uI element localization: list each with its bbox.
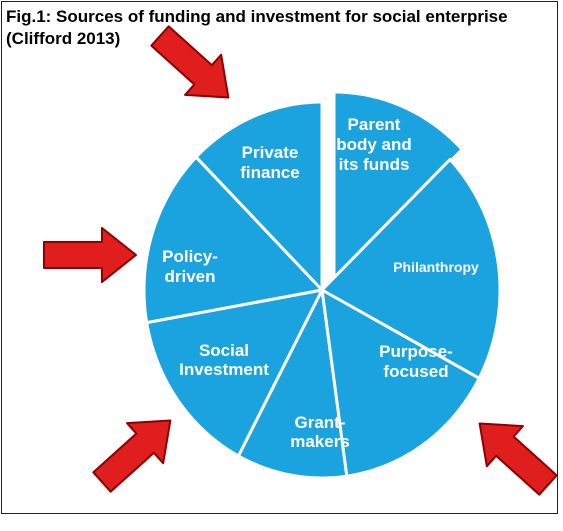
segment-grant-makers — [236, 288, 349, 480]
segment-label-line: finance — [240, 163, 300, 182]
segment-label-grant-makers: Grant-makers — [290, 413, 350, 451]
segment-label-line: Purpose- — [379, 342, 453, 361]
segment-label-line: body and — [336, 135, 412, 154]
segment-label-line: its funds — [339, 155, 410, 174]
pie-segments — [142, 90, 502, 480]
segment-label-policy-driven: Policy-driven — [162, 247, 218, 286]
segment-label-line: Parent — [348, 115, 401, 134]
segment-purpose-focused — [320, 288, 481, 478]
segment-label-purpose-focused: Purpose-focused — [379, 342, 453, 381]
segment-private-finance — [194, 100, 324, 292]
segment-label-line: Policy- — [162, 247, 218, 266]
segment-label-line: Investment — [179, 360, 269, 379]
caption-line-1: Fig.1: Sources of funding and investment… — [6, 7, 508, 26]
pointer-arrows — [43, 25, 558, 496]
red-arrow-icon-social-investment — [92, 419, 172, 493]
segment-label-line: Philanthropy — [393, 259, 479, 275]
segment-parent-body — [332, 90, 464, 282]
red-arrow-icon-purpose-focused — [478, 422, 558, 496]
figure-caption: Fig.1: Sources of funding and investment… — [6, 6, 551, 50]
red-arrow-icon-private-finance — [150, 25, 230, 99]
red-arrow-icon-policy-driven — [43, 227, 137, 283]
segment-label-line: focused — [383, 362, 448, 381]
segment-label-line: Private — [242, 143, 299, 162]
segment-label-philanthropy: Philanthropy — [393, 259, 479, 275]
segment-label-line: Grant- — [295, 413, 346, 432]
segment-label-line: makers — [290, 432, 350, 451]
segment-label-line: driven — [164, 267, 215, 286]
segment-label-line: Social — [199, 341, 249, 360]
segment-social-investment — [145, 288, 324, 458]
segment-policy-driven — [142, 155, 324, 325]
segment-philanthropy — [320, 157, 502, 380]
caption-line-2: (Clifford 2013) — [6, 29, 121, 48]
